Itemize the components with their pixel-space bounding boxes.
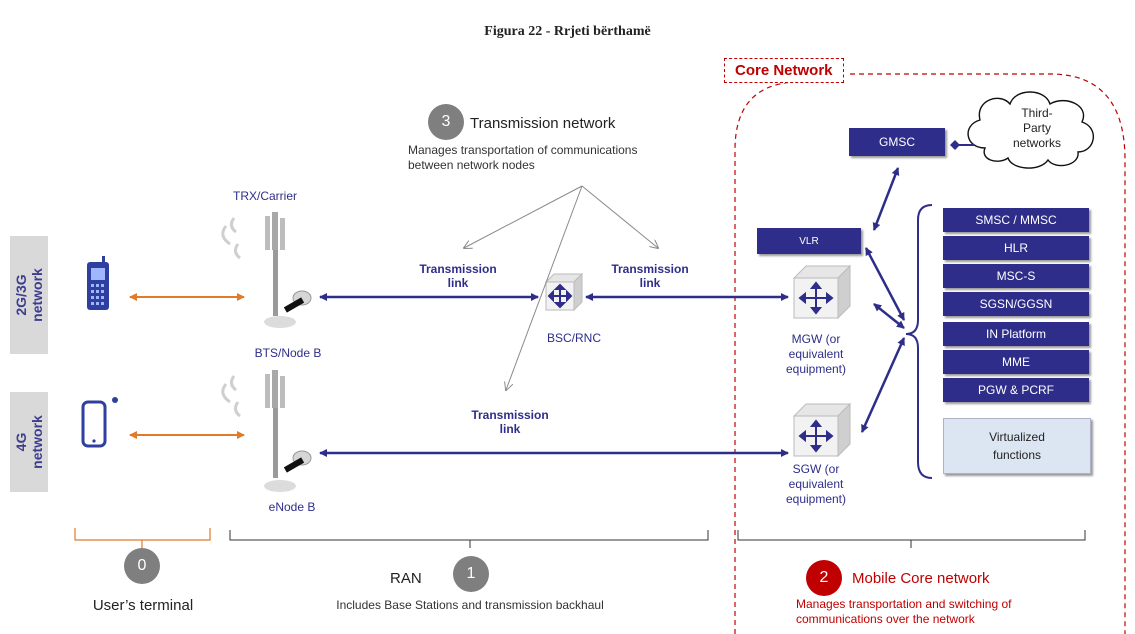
function-box-3: MSC-S [943,264,1089,288]
gmsc-node: GMSC [849,128,945,156]
link-vlr-functions [864,247,906,321]
functions-brace [905,204,933,479]
transmission-network-desc: Manages transportation of communications… [408,143,638,172]
network-2g3g-label: 2G/3G network [10,236,48,354]
trx-carrier-label: TRX/Carrier [232,189,297,203]
mgw-label: MGW (or equivalent equipment) [785,332,847,376]
annotation-arrow-2 [581,185,658,248]
transmission-link-label-2: Transmission link [611,262,689,290]
ran-description: Includes Base Stations and transmission … [336,598,604,612]
function-box-6: MME [943,350,1089,374]
annotation-arrow-1 [464,185,583,248]
enode-b-label: eNode B [268,500,316,514]
link-sgw-functions [860,337,906,433]
transmission-network-title: Transmission network [470,115,616,132]
bsc-rnc-label: BSC/RNC [546,331,601,345]
sgw-label: SGW (or equivalent equipment) [785,462,847,506]
users-terminal-label: User’s terminal [92,597,194,614]
step-0-badge: 0 [124,548,160,584]
smartphone-icon [81,397,118,448]
third-party-networks-label: Third- Party networks [1012,106,1062,150]
function-box-1: SMSC / MMSC [943,208,1089,232]
transmission-link-label-1: Transmission link [419,262,497,290]
ran-bracket [229,530,709,548]
vlr-node: VLR [757,228,861,254]
sgw-node-icon [792,402,852,458]
link-mgw-functions [873,303,905,329]
step-1-badge: 1 [453,556,489,592]
function-box-4: SGSN/GGSN [943,292,1089,316]
core-network-boundary [734,73,1126,634]
mobile-core-description: Manages transportation and switching of … [796,597,1012,626]
function-box-5: IN Platform [943,322,1089,346]
core-network-label: Core Network [724,58,844,83]
transmission-link-label-3: Transmission link [471,408,549,436]
terminal-bracket [74,528,211,548]
ran-label: RAN [390,570,422,587]
annotation-arrow-3 [506,185,583,390]
step-2-badge: 2 [806,560,842,596]
mobile-core-title: Mobile Core network [852,570,990,587]
bts-tower-icon [221,212,312,328]
network-4g-label: 4G network [10,392,48,492]
bsc-rnc-node-icon [544,272,584,312]
link-mgw-gmsc [872,167,900,231]
figure-caption: Figura 22 - Rrjeti bërthamë [484,24,651,39]
feature-phone-icon [87,256,109,310]
virtualized-functions-box: Virtualized functions [943,418,1091,474]
bts-node-b-label: BTS/Node B [254,346,322,360]
function-box-7: PGW & PCRF [943,378,1089,402]
step-3-badge: 3 [428,104,464,140]
mgw-node-icon [792,264,852,320]
core-bracket [737,530,1086,548]
enodeb-tower-icon [221,370,312,492]
function-box-2: HLR [943,236,1089,260]
third-party-cloud-icon [967,91,1094,169]
